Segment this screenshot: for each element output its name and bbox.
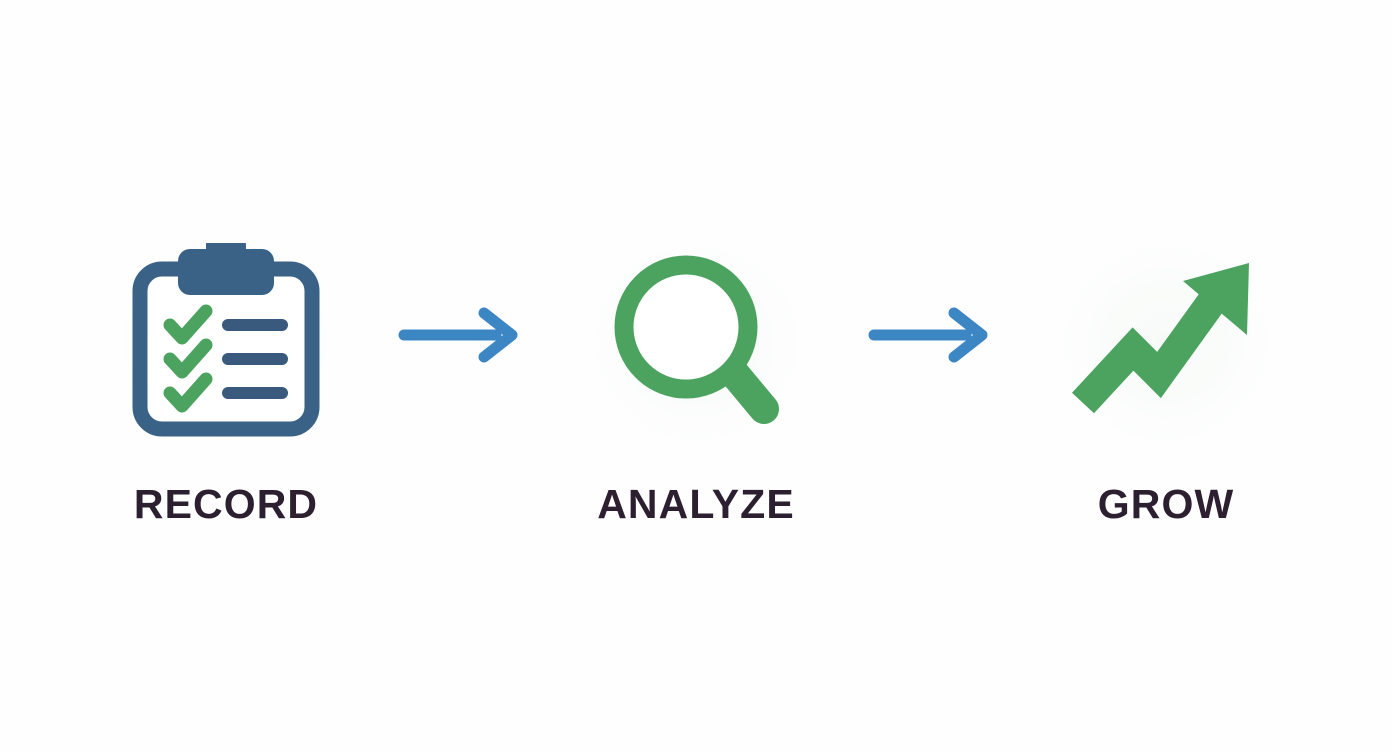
magnifying-glass-icon [576,227,816,458]
growth-arrow-up-icon [1046,227,1286,458]
step-label-grow: GROW [1097,480,1235,527]
step-label-record: RECORD [133,480,319,527]
step-label-analyze: ANALYZE [597,480,795,527]
connector-arrow-1 [376,305,546,365]
arrow-right-icon [398,307,518,363]
connector-arrow-2 [846,305,1016,365]
process-step-record[interactable]: RECORD [76,227,376,527]
arrow-right-icon [868,307,988,363]
clipboard-checklist-icon [106,227,346,458]
process-step-grow[interactable]: GROW [1016,227,1316,527]
process-step-analyze[interactable]: ANALYZE [546,227,846,527]
